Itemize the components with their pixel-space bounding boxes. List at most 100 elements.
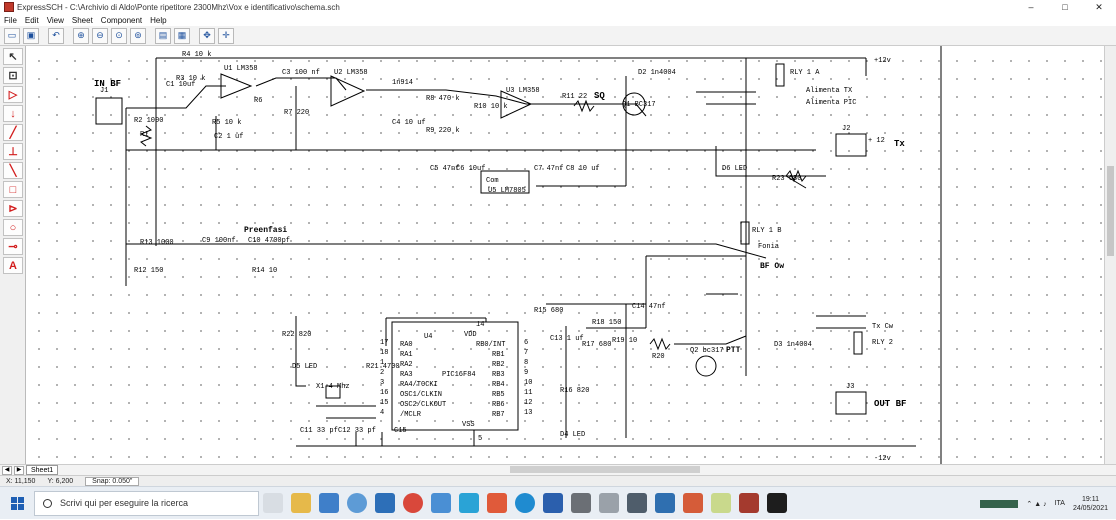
chrome-icon[interactable]: [403, 493, 423, 513]
label-u5: U5 LM7805: [488, 187, 526, 195]
edge-icon[interactable]: [515, 493, 535, 513]
clock-date: 24/05/2021: [1072, 504, 1108, 512]
sheet-prev-button[interactable]: ◀: [2, 465, 12, 475]
maximize-button[interactable]: □: [1062, 2, 1068, 12]
label-rly1a: RLY 1 A: [790, 69, 820, 77]
pic-pinnum-left-3: 2: [380, 369, 384, 377]
label-c5: C5 47nf: [430, 165, 459, 173]
terminal-icon[interactable]: [767, 493, 787, 513]
sheet-next-button[interactable]: ▶: [14, 465, 24, 475]
task-view-icon[interactable]: [263, 493, 283, 513]
app-icon-14[interactable]: [655, 493, 675, 513]
pic-pin-ra0: RA0: [400, 341, 413, 349]
label-r4: R4 10 k: [182, 51, 211, 59]
pic-pin-rb2: RB2: [492, 361, 505, 369]
label-rly1b: RLY 1 B: [752, 227, 781, 235]
component-icon[interactable]: ⊡: [3, 67, 23, 84]
text-icon[interactable]: A: [3, 257, 23, 274]
sheet-icon[interactable]: ▤: [155, 27, 171, 44]
windows-start-icon[interactable]: [0, 487, 34, 520]
file-explorer-icon[interactable]: [291, 493, 311, 513]
zoom-out-icon[interactable]: ⊖: [92, 27, 108, 44]
label-c2: C2 1 uf: [214, 133, 243, 141]
globe-icon[interactable]: [347, 493, 367, 513]
language-indicator[interactable]: ITA: [1054, 500, 1065, 507]
label-r20: R20: [652, 353, 665, 361]
label-tx-cw: Tx Cw: [872, 323, 894, 331]
power-icon[interactable]: ↓: [3, 105, 23, 122]
zoom-fit-icon[interactable]: ⊚: [130, 27, 146, 44]
label-u4: U4: [424, 333, 432, 341]
word-icon[interactable]: [543, 493, 563, 513]
label-x1: X1 4 Mhz: [316, 383, 350, 391]
expresssch-taskbar-icon[interactable]: [711, 493, 731, 513]
pic-pin-ra1: RA1: [400, 351, 413, 359]
label-r9: R9 220 k: [426, 127, 460, 135]
undo-icon[interactable]: ↶: [48, 27, 64, 44]
store-icon[interactable]: [431, 493, 451, 513]
app-icon: [4, 2, 14, 12]
snap-select[interactable]: Snap: 0.050": [85, 476, 140, 486]
label-r1: R1: [140, 131, 148, 139]
label-bf-ow: BF Ow: [760, 262, 784, 271]
label-pic: PIC16F84: [442, 371, 476, 379]
app-icon-12[interactable]: [599, 493, 619, 513]
app-icon-11[interactable]: [571, 493, 591, 513]
port-icon[interactable]: ⊸: [3, 238, 23, 255]
menu-edit[interactable]: Edit: [24, 15, 39, 25]
horizontal-scroll-thumb[interactable]: [510, 466, 700, 473]
label-c13: C13 1 uf: [550, 335, 584, 343]
ground-icon[interactable]: ⊥: [3, 143, 23, 160]
label-pic-top-pin: 14: [476, 321, 484, 329]
pic-pinnum-left-7: 4: [380, 409, 384, 417]
mail-icon[interactable]: [319, 493, 339, 513]
pic-pinnum-right-0: 6: [524, 339, 528, 347]
circle-icon[interactable]: ○: [3, 219, 23, 236]
app-icon-15[interactable]: [683, 493, 703, 513]
label-c15: C15: [394, 427, 407, 435]
label-preenfasi: Preenfasi: [244, 226, 287, 235]
select-icon[interactable]: ↖: [3, 48, 23, 65]
bus-icon[interactable]: ╲: [3, 162, 23, 179]
clock[interactable]: 19:11 24/05/2021: [1073, 495, 1108, 513]
calendar-icon[interactable]: [375, 493, 395, 513]
label-r6: R6: [254, 97, 262, 105]
label-in-bf: IN BF: [94, 79, 121, 89]
schematic-canvas[interactable]: IN BF J1 R3 10 k R4 10 k C1 10uf R2 1000…: [26, 46, 1104, 464]
open-icon[interactable]: ▭: [4, 27, 20, 44]
sheet-edit-icon[interactable]: ▦: [174, 27, 190, 44]
menu-view[interactable]: View: [46, 15, 64, 25]
label-j2: J2: [842, 125, 850, 133]
label-c11: C11 33 pf: [300, 427, 338, 435]
label-out-bf: OUT BF: [874, 399, 906, 409]
camera-icon[interactable]: [459, 493, 479, 513]
close-button[interactable]: ✕: [1095, 1, 1103, 12]
label-d6: D6 LED: [722, 165, 747, 173]
app-icon-13[interactable]: [627, 493, 647, 513]
line-icon[interactable]: ╱: [3, 124, 23, 141]
menu-file[interactable]: File: [4, 15, 17, 25]
vertical-scrollbar[interactable]: [1104, 46, 1116, 464]
media-icon[interactable]: [487, 493, 507, 513]
label-c10: C10 4700pf: [248, 237, 290, 245]
menu-component[interactable]: Component: [100, 15, 143, 25]
tray-icons[interactable]: ⌃ ▲ ♪: [1026, 500, 1047, 508]
save-icon[interactable]: ▣: [23, 27, 39, 44]
pan-icon[interactable]: ✛: [218, 27, 234, 44]
sheet-tab[interactable]: Sheet1: [26, 465, 59, 475]
menu-help[interactable]: Help: [150, 15, 167, 25]
status-x: X: 11,150: [6, 477, 36, 485]
junction-icon[interactable]: □: [3, 181, 23, 198]
menu-sheet[interactable]: Sheet: [71, 15, 93, 25]
label-icon[interactable]: ⊳: [3, 200, 23, 217]
move-icon[interactable]: ✥: [199, 27, 215, 44]
taskbar-search-input[interactable]: Scrivi qui per eseguire la ricerca: [34, 490, 259, 516]
app-icon-17[interactable]: [739, 493, 759, 513]
zoom-area-icon[interactable]: ⊙: [111, 27, 127, 44]
zoom-in-icon[interactable]: ⊕: [73, 27, 89, 44]
wire-icon[interactable]: ▷: [3, 86, 23, 103]
label-r15: R15 680: [534, 307, 563, 315]
minimize-button[interactable]: –: [1028, 2, 1034, 12]
vertical-scroll-thumb[interactable]: [1107, 166, 1114, 256]
label-alimenta-pic: Alimenta PIC: [806, 99, 856, 107]
